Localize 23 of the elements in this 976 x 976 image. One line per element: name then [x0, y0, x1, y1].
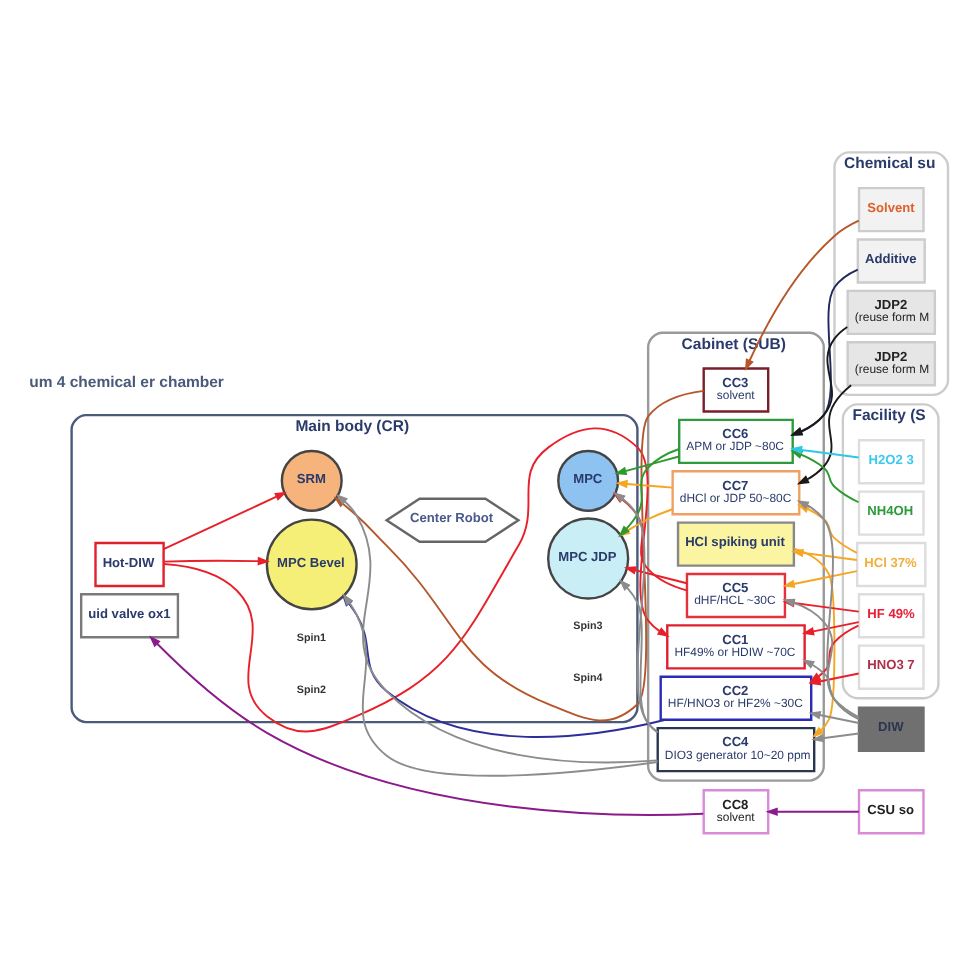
arrow — [744, 219, 860, 372]
arrow — [619, 579, 659, 734]
arrow — [802, 659, 860, 719]
arrow — [782, 598, 860, 720]
arrow — [162, 491, 288, 551]
arrow — [765, 807, 860, 816]
arrow — [808, 624, 860, 683]
arrow — [162, 556, 270, 566]
arrow — [801, 621, 860, 636]
arrow — [808, 711, 860, 724]
arrow — [782, 570, 858, 589]
arrow — [790, 268, 859, 436]
arrow — [793, 547, 836, 738]
arrow — [790, 326, 849, 436]
arrow — [811, 732, 860, 743]
arrow — [162, 427, 670, 733]
arrow — [782, 598, 860, 613]
arrow — [796, 384, 853, 485]
arrow — [791, 548, 858, 561]
arrow — [149, 635, 705, 816]
arrow — [615, 479, 674, 489]
arrow — [614, 455, 680, 475]
arrow — [623, 566, 688, 585]
